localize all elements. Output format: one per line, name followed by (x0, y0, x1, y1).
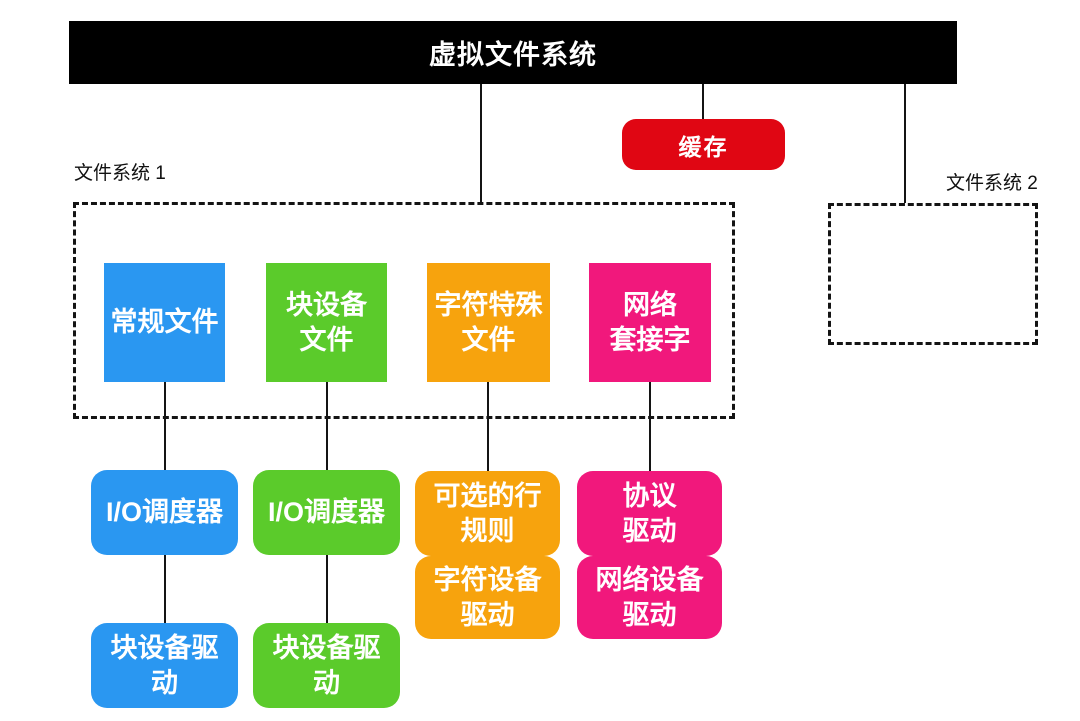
filesystem2-label: 文件系统 2 (946, 173, 1038, 194)
node-optional-line-discipline: 可选的行 规则 (415, 471, 560, 556)
node-protocol-driver: 协议 驱动 (577, 471, 722, 556)
node-io-scheduler-1: I/O调度器 (91, 470, 238, 555)
virtual-file-system-title: 虚拟文件系统 (429, 40, 597, 70)
filesystem1-label: 文件系统 1 (74, 163, 166, 184)
connector-vfs-to-filesystem2 (904, 84, 906, 203)
filesystem1-boundary (73, 202, 735, 419)
connector-char-files-to-line-discipline (487, 382, 489, 472)
node-block-device-files: 块设备 文件 (266, 263, 387, 382)
connector-network-sockets-to-protocol-driver (649, 382, 651, 472)
connector-io-scheduler-1-to-block-driver (164, 555, 166, 623)
cache-node: 缓存 (622, 119, 785, 170)
node-character-special-files: 字符特殊 文件 (427, 263, 550, 382)
connector-block-device-files-to-io-scheduler (326, 382, 328, 471)
node-network-sockets: 网络 套接字 (589, 263, 711, 382)
connector-regular-files-to-io-scheduler (164, 382, 166, 471)
node-block-device-driver-1: 块设备驱 动 (91, 623, 238, 708)
node-regular-files: 常规文件 (104, 263, 225, 382)
connector-vfs-to-filesystem1 (480, 84, 482, 202)
filesystem2-boundary (828, 203, 1038, 345)
node-character-device-driver: 字符设备 驱动 (415, 556, 560, 639)
connector-vfs-to-cache (702, 84, 704, 120)
node-network-device-driver: 网络设备 驱动 (577, 556, 722, 639)
connector-io-scheduler-2-to-block-driver (326, 555, 328, 623)
virtual-file-system-bar: 虚拟文件系统 (69, 21, 957, 84)
node-io-scheduler-2: I/O调度器 (253, 470, 400, 555)
node-block-device-driver-2: 块设备驱 动 (253, 623, 400, 708)
cache-label: 缓存 (678, 133, 729, 160)
